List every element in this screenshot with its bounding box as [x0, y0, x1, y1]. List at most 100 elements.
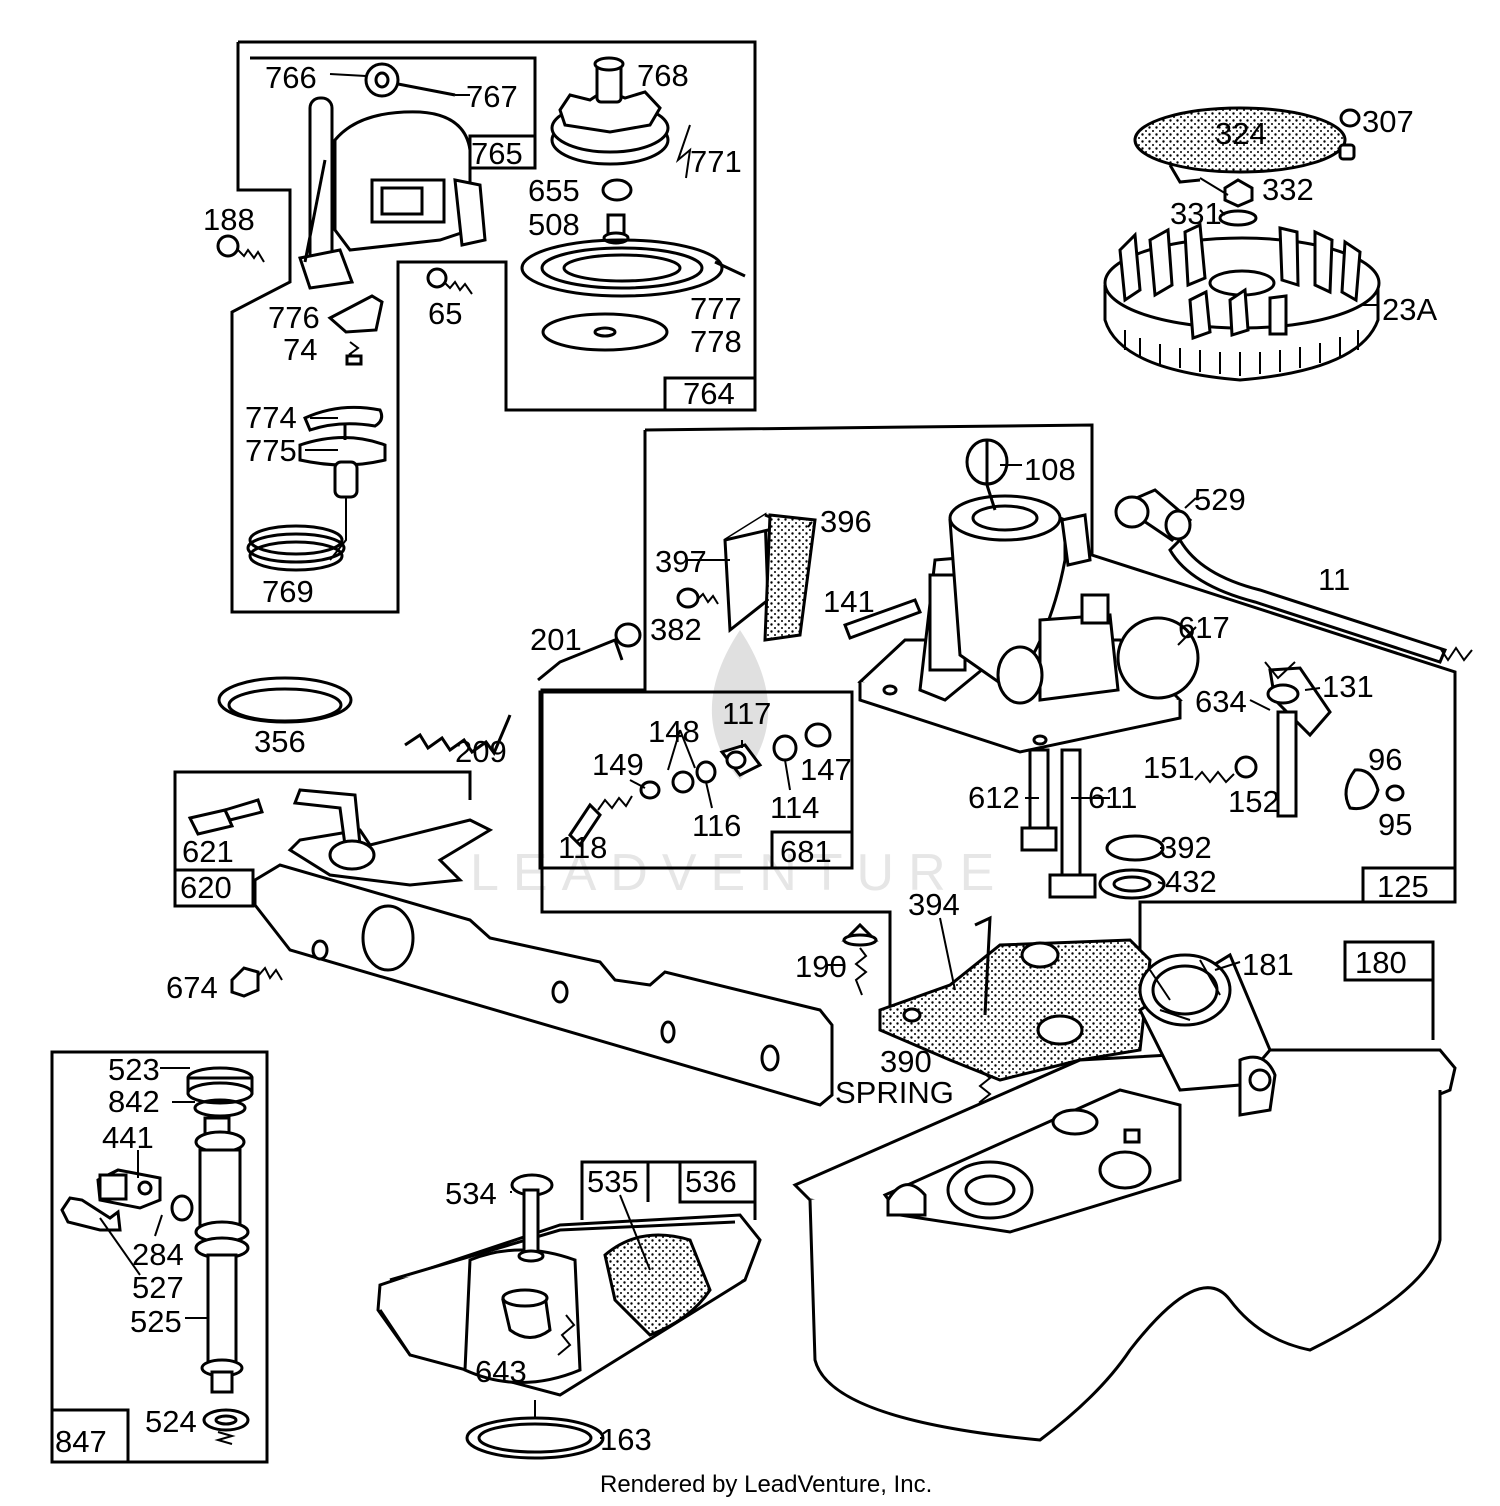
callout-96: 96: [1368, 742, 1402, 777]
leader-lines-764: [305, 417, 338, 451]
callout-11: 11: [1318, 562, 1350, 597]
callout-775: 775: [245, 433, 297, 468]
callout-771: 771: [690, 144, 742, 179]
callout-655: 655: [528, 173, 580, 208]
screw-674: [230, 966, 283, 998]
bracket-441: [96, 1168, 194, 1222]
starter-rope-769: [246, 524, 346, 572]
fuel-tank-180: [792, 940, 1457, 1442]
spring-151: [1194, 770, 1235, 784]
assembly-125-frame: [540, 423, 1457, 1010]
fuel-pipe-11: [1168, 537, 1448, 664]
callout-766: 766: [265, 60, 317, 95]
pin-141: [843, 598, 922, 640]
spring-209: [404, 714, 512, 757]
throttle-634: [1264, 661, 1332, 818]
screw-534: [510, 1173, 554, 1263]
plug-524: [202, 1408, 250, 1445]
clip-527: [60, 1196, 122, 1232]
watermark-logo: [711, 630, 769, 780]
rotating-screen-324: [1133, 106, 1356, 184]
assembly-847-frame: [50, 1050, 269, 1464]
link-201: [537, 638, 624, 682]
callout-331: 331: [1170, 196, 1222, 231]
elbow-529: [1114, 488, 1193, 542]
assembly-620-frame: [173, 770, 472, 908]
callout-390: 390: [880, 1044, 932, 1079]
part-96: [1344, 768, 1405, 811]
callout-116: 116: [692, 808, 741, 843]
screw-307: [1339, 108, 1361, 128]
callout-527: 527: [132, 1270, 184, 1305]
callout-778: 778: [690, 324, 742, 359]
callout-441: 441: [102, 1120, 154, 1155]
callout-392: 392: [1160, 830, 1212, 865]
leader-lines: [99, 177, 1378, 1439]
callout-774: 774: [245, 400, 297, 435]
part-152: [1234, 755, 1258, 779]
callout-620: 620: [180, 870, 232, 905]
callout-681: 681: [780, 834, 832, 869]
air-cleaner-cover: [376, 1213, 762, 1397]
callout-523: 523: [108, 1052, 160, 1087]
callout-769: 769: [262, 574, 314, 609]
callout-508: 508: [528, 207, 580, 242]
assembly-764-frame: [230, 40, 757, 614]
callout-768: 768: [637, 58, 689, 93]
footer-credit: Rendered by LeadVenture, Inc.: [600, 1471, 932, 1498]
callout-767: 767: [466, 79, 518, 114]
gasket-394: [878, 915, 1152, 1082]
dipstick-tube-525: [186, 1066, 254, 1394]
screw-65: [426, 267, 473, 295]
assembly-536-frame: [580, 1160, 757, 1220]
callout-147: 147: [800, 752, 852, 787]
bracket-620: [253, 788, 834, 1107]
callout-535: 535: [587, 1164, 639, 1199]
washer-766: [364, 62, 456, 98]
callout-396: 396: [820, 504, 872, 539]
callout-324: 324: [1215, 116, 1267, 151]
starter-housing-765: [298, 96, 487, 290]
callout-842: 842: [108, 1084, 160, 1119]
nut-332: [1223, 178, 1254, 208]
callout-95: 95: [1378, 807, 1412, 842]
callout-617: 617: [1178, 610, 1230, 645]
carburetor-body: [857, 494, 1183, 754]
callout-764: 764: [683, 376, 735, 411]
callout-181: 181: [1242, 947, 1294, 982]
callout-332: 332: [1262, 172, 1314, 207]
washer-331: [1218, 209, 1258, 227]
callout-765: 765: [471, 136, 523, 171]
callout-847: 847: [55, 1424, 107, 1459]
part-655: [601, 178, 633, 202]
callout-674: 674: [166, 970, 218, 1005]
callout-188: 188: [203, 202, 255, 237]
callout-397: 397: [655, 544, 707, 579]
starter-handle-774: [298, 405, 387, 561]
callout-65: 65: [428, 296, 462, 331]
callout-23A: 23A: [1382, 292, 1437, 327]
rewind-spring-777: [520, 238, 746, 298]
callout-131: 131: [1322, 669, 1374, 704]
callout-394: 394: [908, 887, 960, 922]
watermark-text: LEADVENTURE: [470, 844, 1008, 902]
callout-163: 163: [600, 1422, 652, 1457]
flywheel-23A: [1103, 222, 1381, 382]
callout-777: 777: [690, 291, 742, 326]
callout-634: 634: [1195, 684, 1247, 719]
callout-74: 74: [283, 332, 317, 367]
seal-ring-356: [217, 676, 353, 724]
callout-149: 149: [592, 747, 644, 782]
callout-534: 534: [445, 1176, 497, 1211]
callout-125: 125: [1377, 869, 1429, 904]
callout-152: 152: [1228, 784, 1280, 819]
screw-190: [841, 922, 879, 996]
callout-612: 612: [968, 780, 1020, 815]
callout-151: 151: [1143, 750, 1195, 785]
pawl-776: [327, 294, 384, 334]
callout-643: 643: [475, 1354, 527, 1389]
callout-141: 141: [823, 584, 875, 619]
screw-188: [216, 234, 265, 263]
